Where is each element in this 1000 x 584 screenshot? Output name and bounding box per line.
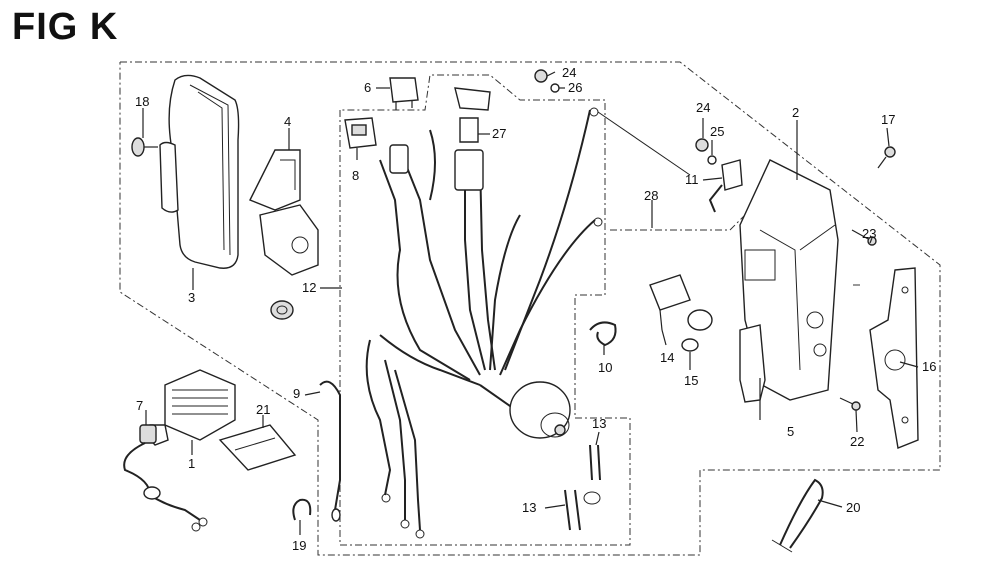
part-19-clip[interactable] bbox=[292, 498, 312, 521]
part-5-panel[interactable] bbox=[739, 324, 766, 403]
callout-24-top: 24 bbox=[562, 65, 576, 80]
callout-19: 19 bbox=[292, 538, 306, 553]
part-27-fuse[interactable] bbox=[454, 87, 491, 143]
part-17-bolt[interactable] bbox=[877, 146, 896, 169]
callout-17: 17 bbox=[881, 112, 895, 127]
callout-4: 4 bbox=[284, 114, 291, 129]
callout-10: 10 bbox=[598, 360, 612, 375]
part-20-strap[interactable] bbox=[771, 478, 824, 553]
assembly-boundary-outer bbox=[119, 61, 941, 556]
part-9-lead[interactable] bbox=[319, 380, 341, 522]
callout-13-upper: 13 bbox=[592, 416, 606, 431]
callout-14: 14 bbox=[660, 350, 674, 365]
part-1-regulator[interactable] bbox=[147, 369, 236, 446]
callout-labels: 18 3 4 6 8 12 9 7 1 21 19 27 24 26 10 13… bbox=[135, 65, 936, 553]
callout-2: 2 bbox=[792, 105, 799, 120]
part-13-clip-lower[interactable] bbox=[564, 489, 601, 531]
callout-23: 23 bbox=[862, 226, 876, 241]
part-21-pad[interactable] bbox=[218, 424, 297, 471]
part-13-clip-upper[interactable] bbox=[589, 444, 601, 481]
callout-8: 8 bbox=[352, 168, 359, 183]
callout-26: 26 bbox=[568, 80, 582, 95]
part-12-wiring-harness[interactable] bbox=[365, 107, 603, 539]
part-11-switch[interactable] bbox=[708, 159, 743, 213]
part-8-connector[interactable] bbox=[344, 117, 377, 149]
part-7-connector[interactable] bbox=[123, 424, 208, 532]
callout-20: 20 bbox=[846, 500, 860, 515]
part-28-cable[interactable] bbox=[597, 111, 691, 176]
callout-7: 7 bbox=[136, 398, 143, 413]
part-22-bolt[interactable] bbox=[839, 397, 861, 411]
part-24-nut-top[interactable] bbox=[534, 69, 548, 83]
callout-21: 21 bbox=[256, 402, 270, 417]
part-3-cover[interactable] bbox=[159, 74, 240, 269]
callout-5: 5 bbox=[787, 424, 794, 439]
figure-title: FIG K bbox=[12, 6, 119, 48]
part-10-clamp[interactable] bbox=[589, 321, 617, 347]
callout-15: 15 bbox=[684, 373, 698, 388]
part-6-relay[interactable] bbox=[389, 77, 419, 110]
leader-lines bbox=[142, 71, 919, 535]
callout-27: 27 bbox=[492, 126, 506, 141]
callout-25: 25 bbox=[710, 124, 724, 139]
part-14-switch[interactable] bbox=[649, 274, 691, 331]
callout-6: 6 bbox=[364, 80, 371, 95]
part-24-nut-right[interactable] bbox=[695, 138, 709, 152]
callout-3: 3 bbox=[188, 290, 195, 305]
callout-22: 22 bbox=[850, 434, 864, 449]
callout-18: 18 bbox=[135, 94, 149, 109]
part-16-plate[interactable] bbox=[869, 267, 919, 449]
part-26-washer[interactable] bbox=[550, 83, 560, 93]
part-2-control-box[interactable] bbox=[739, 159, 839, 401]
callout-16: 16 bbox=[922, 359, 936, 374]
callout-24-right: 24 bbox=[696, 100, 710, 115]
part-4-bracket[interactable] bbox=[249, 149, 319, 276]
callout-28: 28 bbox=[644, 188, 658, 203]
callout-1: 1 bbox=[188, 456, 195, 471]
callout-12: 12 bbox=[302, 280, 316, 295]
part-18-screw[interactable] bbox=[131, 137, 158, 157]
callout-9: 9 bbox=[293, 386, 300, 401]
switch-body[interactable] bbox=[509, 381, 571, 439]
callout-11: 11 bbox=[685, 172, 699, 187]
grommet[interactable] bbox=[270, 300, 294, 320]
part-15-fitting[interactable] bbox=[681, 309, 713, 352]
callout-13-lower: 13 bbox=[522, 500, 536, 515]
part-25-washer[interactable] bbox=[707, 155, 717, 165]
